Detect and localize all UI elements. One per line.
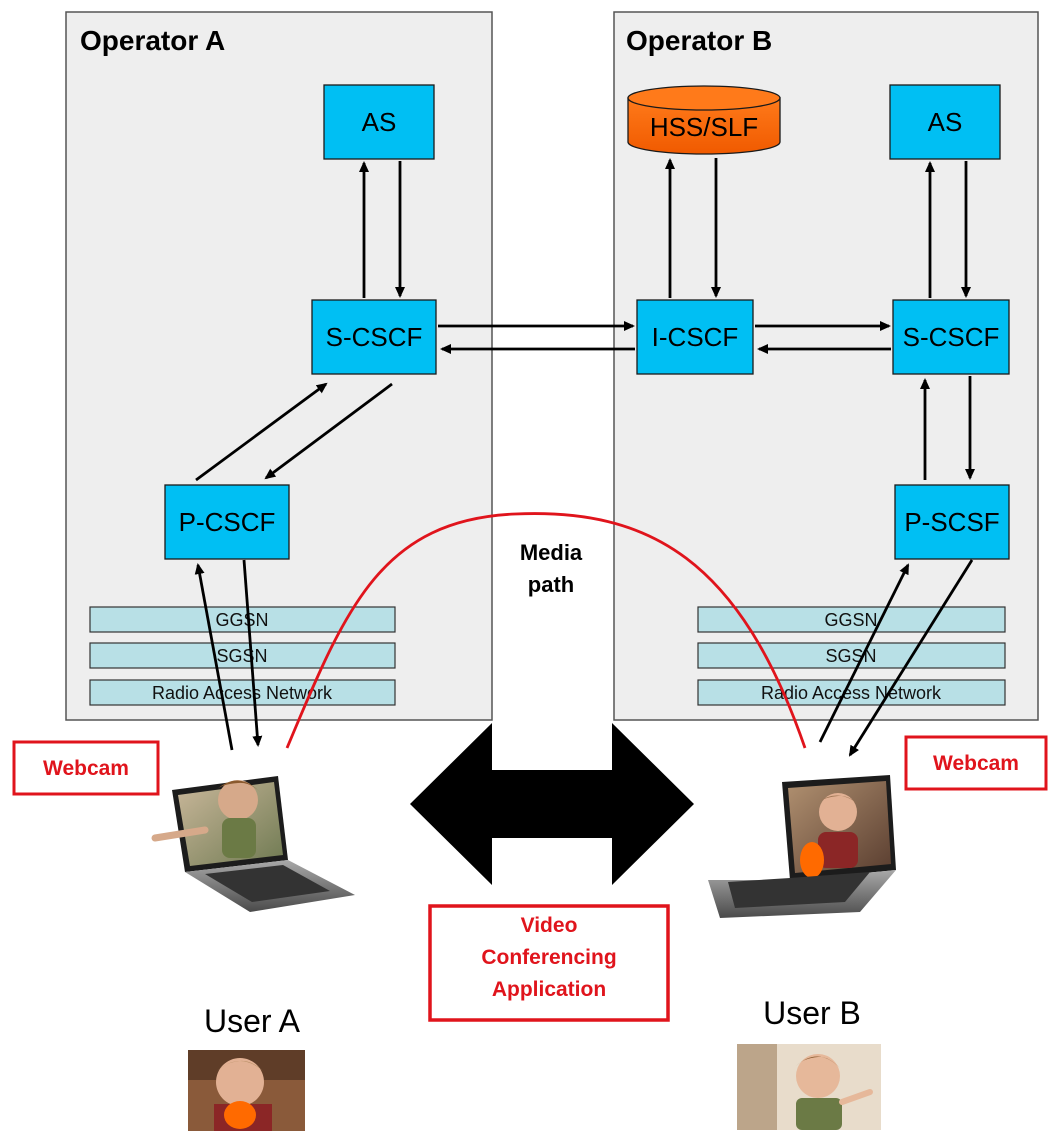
arrow-user-a-to-pcscf-a (194, 563, 234, 751)
webcam-b-box (904, 735, 1048, 791)
p-cscf-a-label: P-CSCF (179, 507, 276, 537)
hss-slf-database (627, 85, 781, 155)
ggsn-b-label: GGSN (824, 610, 877, 630)
ran-a-label: Radio Access Network (152, 683, 333, 703)
as-b-label: AS (928, 107, 963, 137)
s-cscf-b-box (892, 299, 1010, 375)
as-a-label: AS (362, 107, 397, 137)
sgsn-b-layer (697, 642, 1006, 669)
as-a-box (323, 84, 435, 160)
ggsn-a-layer (89, 606, 396, 633)
app-label-line3: Application (492, 978, 606, 1001)
ran-a-layer (89, 679, 396, 706)
i-cscf-label: I-CSCF (652, 322, 739, 352)
arrow-pcscf-a-to-scscf-a (195, 382, 328, 482)
webcam-a-label: Webcam (43, 757, 129, 780)
operator-a-title: Operator A (80, 25, 225, 56)
sgsn-a-layer (89, 642, 396, 669)
ran-b-layer (697, 679, 1006, 706)
webcam-b-label: Webcam (933, 752, 1019, 775)
s-cscf-b-label: S-CSCF (903, 322, 1000, 352)
sgsn-a-label: SGSN (216, 646, 267, 666)
arrow-pcscf-a-to-user-a (242, 559, 263, 747)
p-cscf-a-box (164, 484, 290, 560)
user-b-label: User B (763, 995, 861, 1031)
sgsn-b-label: SGSN (825, 646, 876, 666)
laptop-a-image (151, 776, 355, 912)
arrow-user-b-to-pscsf-b (818, 563, 910, 743)
operator-b-title: Operator B (626, 25, 772, 56)
user-b-photo (737, 1044, 881, 1130)
ran-b-label: Radio Access Network (761, 683, 942, 703)
user-a-label: User A (204, 1003, 301, 1039)
s-cscf-a-box (311, 299, 437, 375)
i-cscf-box (636, 299, 754, 375)
arrow-scscf-a-to-pcscf-a (264, 382, 393, 480)
as-b-box (889, 84, 1001, 160)
media-path-curve (285, 512, 807, 749)
s-cscf-a-label: S-CSCF (326, 322, 423, 352)
p-scsf-b-box (894, 484, 1010, 560)
webcam-a-box (12, 740, 160, 796)
media-path-label-line1: Media (520, 540, 583, 565)
media-path-label-line2: path (528, 572, 574, 597)
laptop-b-image (708, 775, 896, 918)
p-scsf-b-label: P-SCSF (904, 507, 999, 537)
video-conferencing-app-box (428, 904, 670, 1022)
app-label-line2: Conferencing (481, 946, 616, 969)
ggsn-a-label: GGSN (215, 610, 268, 630)
arrow-pscsf-b-to-user-b (848, 559, 974, 757)
app-label-line1: Video (521, 914, 578, 937)
user-a-photo (188, 1050, 305, 1131)
double-headed-arrow (410, 723, 694, 885)
hss-slf-label: HSS/SLF (650, 112, 758, 142)
